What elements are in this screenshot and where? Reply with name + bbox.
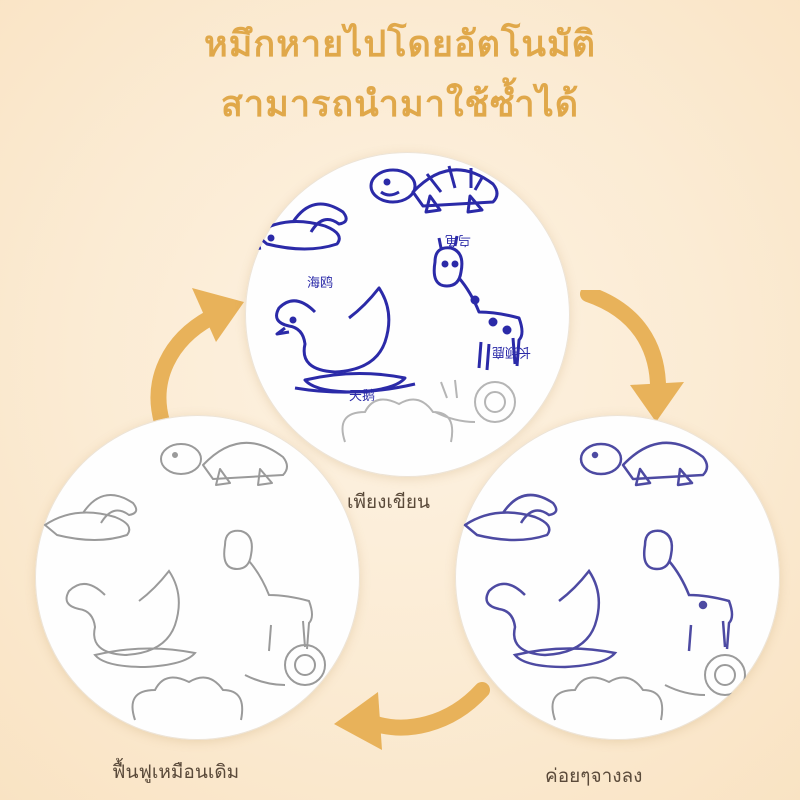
arrow-right-down-icon [580, 290, 684, 422]
swan-drawing [65, 569, 197, 669]
sheep-drawing [131, 676, 244, 721]
giraffe-drawing [643, 529, 734, 652]
snail-drawing [664, 654, 746, 696]
turtle-drawing [579, 441, 709, 487]
label-turtle: 乌龟 [445, 232, 471, 248]
arrow-left-up-icon [150, 288, 244, 430]
giraffe-drawing [223, 529, 313, 652]
disc-restored [35, 415, 360, 740]
disc-fading [455, 415, 780, 740]
disc-freshly-written: 海鸥 乌龟 天鹅 长颈鹿 [245, 152, 570, 477]
caption-restored: ฟื้นฟูเหมือนเดิม [112, 761, 240, 783]
headline-line-1: หมึกหายไปโดยอัตโนมัติ [203, 24, 597, 65]
giraffe-drawing [432, 235, 524, 371]
swan-drawing [275, 286, 416, 394]
caption-just-write: เพียงเขียน [347, 491, 431, 513]
turtle-drawing [160, 441, 288, 486]
caption-fading: ค่อยๆจางลง [545, 765, 643, 787]
headline-line-2: สามารถนำมาใช้ซ้ำได้ [220, 84, 580, 125]
snail-drawing [244, 644, 326, 686]
turtle-drawing [369, 165, 499, 214]
seagull-drawing [43, 494, 138, 541]
sheep-drawing [551, 676, 664, 721]
sheep-drawing [341, 398, 454, 443]
label-swan: 天鹅 [349, 388, 375, 404]
snail-drawing [434, 379, 516, 423]
label-seagull: 海鸥 [307, 275, 333, 291]
seagull-drawing [245, 202, 348, 252]
swan-drawing [485, 568, 618, 669]
label-giraffe: 长颈鹿 [492, 344, 531, 360]
arrow-left-bottom-icon [334, 682, 490, 750]
seagull-drawing [462, 493, 558, 542]
